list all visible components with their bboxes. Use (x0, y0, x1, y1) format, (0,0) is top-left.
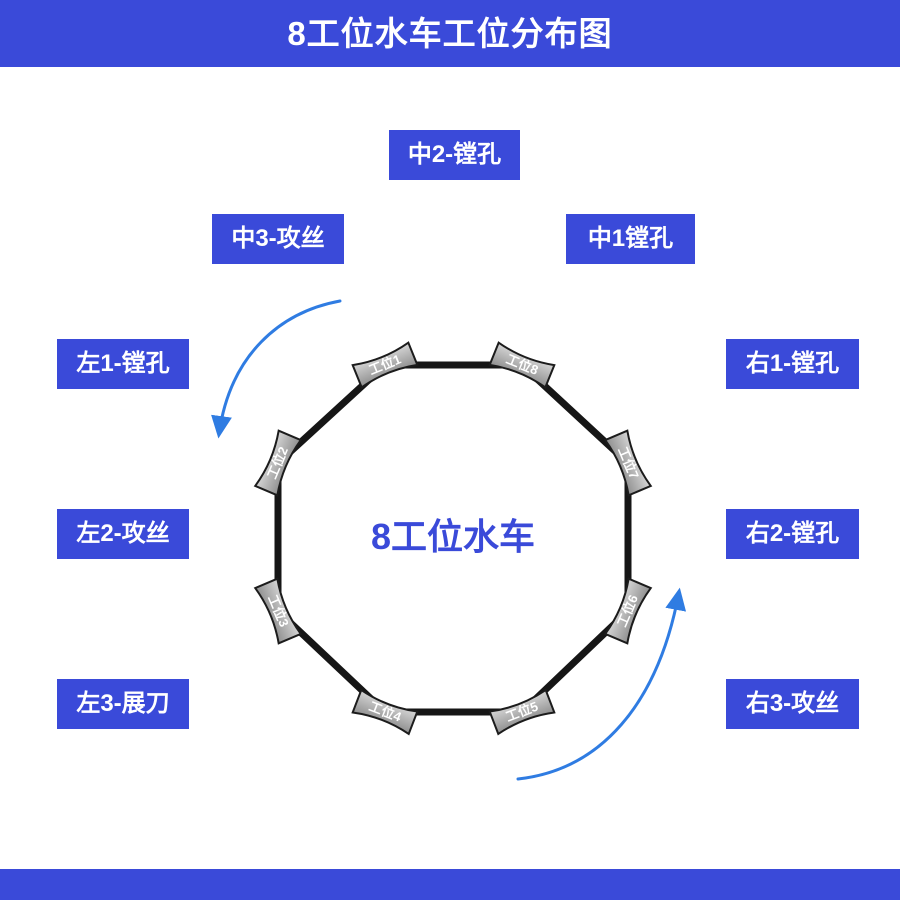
rotation-arrow-left (211, 299, 342, 439)
process-label-mid-1: 中1镗孔 (566, 214, 695, 264)
process-label-right-1: 右1-镗孔 (726, 339, 859, 389)
station-tag-8: 工位8 (488, 341, 556, 389)
process-label-left-2: 左2-攻丝 (57, 509, 189, 559)
station-tag-6: 工位6 (603, 577, 653, 645)
station-tag-7: 工位7 (603, 429, 653, 497)
station-tag-1: 工位1 (351, 341, 419, 389)
process-label-right-3: 右3-攻丝 (726, 679, 859, 729)
station-tag-3: 工位3 (253, 577, 303, 645)
process-label-right-2: 右2-镗孔 (726, 509, 859, 559)
process-label-left-1: 左1-镗孔 (57, 339, 189, 389)
process-label-mid-3: 中3-攻丝 (212, 214, 344, 264)
station-tag-2: 工位2 (253, 429, 303, 497)
process-label-left-3: 左3-展刀 (57, 679, 189, 729)
process-label-mid-2: 中2-镗孔 (389, 130, 520, 180)
footer-bar (0, 869, 900, 900)
wheel-center-label: 8工位水车 (370, 516, 536, 557)
station-tag-5: 工位5 (488, 688, 556, 736)
page-title: 8工位水车工位分布图 (0, 0, 900, 67)
rotation-arrow-right (516, 587, 687, 781)
station-tag-4: 工位4 (351, 688, 419, 736)
